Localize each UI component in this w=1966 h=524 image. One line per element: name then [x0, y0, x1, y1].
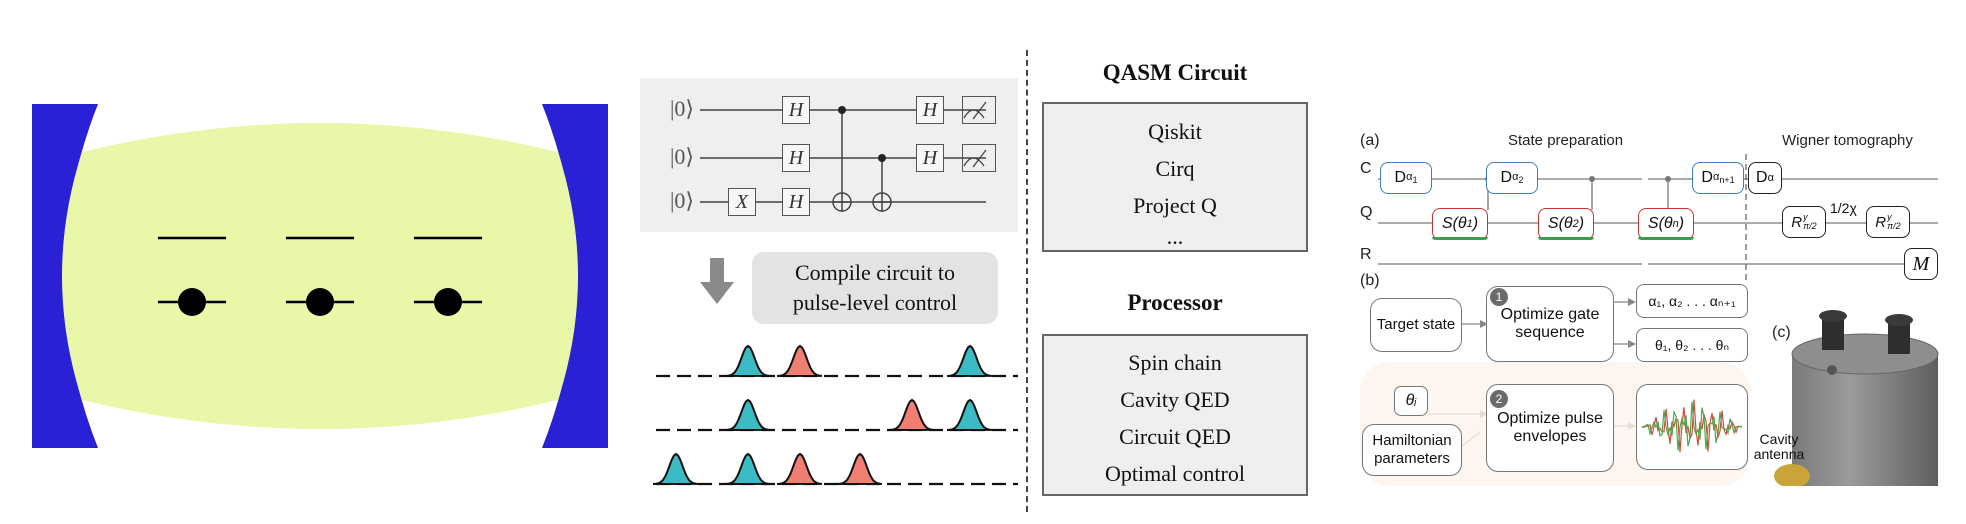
cavity-qed-diagram	[32, 104, 608, 448]
alpha-output-box: α₁, α₂ . . . αₙ₊₁	[1636, 284, 1748, 318]
h-gate-q3: H	[782, 188, 810, 216]
pulse-9	[837, 452, 883, 486]
atom-2	[286, 236, 354, 316]
measurement-gate: M	[1904, 248, 1938, 280]
snap-gate-n-accent	[1638, 237, 1694, 240]
pulse-waveform	[1641, 399, 1743, 453]
optimize-gate-box: Optimize gate sequence	[1486, 286, 1614, 362]
h-gate-q2-second: H	[916, 144, 944, 172]
atom-1	[158, 236, 226, 316]
pulse-0	[725, 344, 771, 378]
atom-3	[414, 236, 482, 316]
cavity-field	[62, 123, 578, 429]
row-label-c: C	[1360, 160, 1372, 177]
cavity-device-render	[1774, 310, 1939, 486]
h-gate-q1: H	[782, 96, 810, 124]
pulse-2	[947, 344, 993, 378]
theta-output-box: θ₁, θ₂ . . . θₙ	[1636, 328, 1748, 362]
state-prep-label: State preparation	[1508, 132, 1624, 149]
panel-divider	[1026, 50, 1028, 512]
label-c: (c)	[1772, 324, 1791, 341]
ket-qubit-3: |0⟩	[670, 188, 694, 213]
cavity-antenna-label: Cavity antenna	[1753, 431, 1805, 462]
qasm-item-qiskit: Qiskit	[1148, 119, 1202, 144]
theta-i-box: θᵢ	[1394, 386, 1428, 416]
processor-item-circuit-qed: Circuit QED	[1119, 424, 1231, 449]
qasm-item-projectq: Project Q	[1133, 193, 1217, 218]
ket-qubit-2: |0⟩	[670, 144, 694, 169]
pulse-3	[725, 398, 771, 432]
pulse-5	[947, 398, 993, 432]
wait-time-label: 1/2χ	[1830, 200, 1857, 216]
row-label-q: Q	[1360, 204, 1373, 221]
h-gate-q1-second: H	[916, 96, 944, 124]
step-1-badge: 1	[1490, 288, 1508, 306]
label-b: (b)	[1360, 272, 1380, 289]
label-a: (a)	[1360, 132, 1380, 149]
processor-title: Processor	[1127, 290, 1223, 315]
waveform-trace-1	[1641, 401, 1743, 451]
snap-gate-2-accent	[1538, 237, 1594, 240]
qasm-title: QASM Circuit	[1102, 60, 1248, 85]
pulse-1	[777, 344, 823, 378]
target-state-box: Target state	[1370, 298, 1462, 352]
snap-gate-1-accent	[1432, 237, 1488, 240]
row-label-r: R	[1360, 246, 1372, 263]
compile-label-line2: pulse-level control	[792, 290, 958, 315]
qasm-item-cirq: Cirq	[1155, 156, 1195, 181]
step-2-badge: 2	[1490, 390, 1508, 408]
qasm-list: Qiskit Cirq Project Q ...	[1042, 102, 1308, 252]
measure-q2-icon	[962, 144, 996, 172]
compile-label: Compile circuit to pulse-level control	[752, 252, 998, 324]
hamiltonian-box: Hamiltonian parameters	[1362, 424, 1462, 476]
pulse-8	[777, 452, 823, 486]
processor-item-cavity-qed: Cavity QED	[1120, 387, 1230, 412]
pulse-waveform-box	[1636, 384, 1748, 470]
measure-q1-icon	[962, 96, 996, 124]
processor-list: Spin chain Cavity QED Circuit QED Optima…	[1042, 334, 1308, 496]
pulse-4	[889, 398, 935, 432]
qasm-item-more: ...	[1166, 224, 1184, 249]
processor-item-optimal-control: Optimal control	[1105, 461, 1245, 486]
ket-qubit-1: |0⟩	[670, 96, 694, 121]
h-gate-q2: H	[782, 144, 810, 172]
x-gate-q3: X	[728, 188, 756, 216]
processor-item-spin-chain: Spin chain	[1128, 350, 1222, 375]
pulse-6	[653, 452, 699, 486]
pulse-sequence	[653, 344, 1018, 486]
circuit-background	[640, 78, 1018, 232]
wigner-tomography-label: Wigner tomography	[1782, 132, 1913, 149]
compile-label-line1: Compile circuit to	[794, 260, 956, 285]
down-arrow-icon	[700, 258, 734, 304]
pulse-7	[725, 452, 771, 486]
